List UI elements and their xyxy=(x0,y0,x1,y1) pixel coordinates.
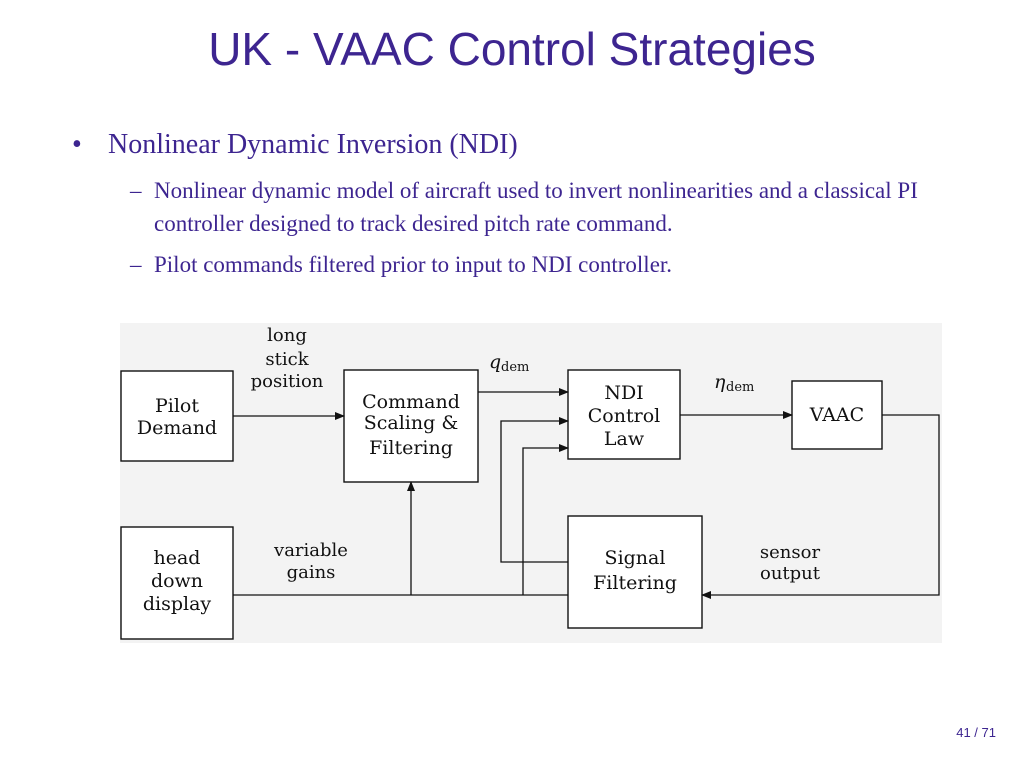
variable-gains-text: gains xyxy=(287,562,336,583)
connectors xyxy=(233,388,940,599)
block-diagram: Pilot Demand Command Scaling & Filtering… xyxy=(120,323,942,643)
arrow-vaac-feedback xyxy=(701,414,940,599)
bullet-item: • Nonlinear Dynamic Inversion (NDI) xyxy=(72,128,972,162)
long-stick-label: stick xyxy=(265,349,309,370)
pilot-demand-label: Demand xyxy=(137,417,217,439)
page-number: 41 / 71 xyxy=(956,725,996,740)
ndi-label: Control xyxy=(588,405,660,427)
sensor-output-text: output xyxy=(760,563,821,584)
subbullet-marker: – xyxy=(130,178,142,203)
subbullet-marker: – xyxy=(130,252,142,277)
signal-filtering-label: Filtering xyxy=(593,572,677,594)
sensor-output-label: sensor output xyxy=(760,542,821,584)
q-subscript: dem xyxy=(501,360,529,375)
bullet-marker: • xyxy=(72,129,82,160)
bullet-text: Nonlinear Dynamic Inversion (NDI) xyxy=(108,129,518,160)
subbullet-list: – Nonlinear dynamic model of aircraft us… xyxy=(72,174,972,281)
pilot-demand-block: Pilot Demand xyxy=(120,370,234,462)
head-down-display-label: head xyxy=(154,547,201,569)
arrow-filter-to-ndi xyxy=(500,417,569,563)
signal-filtering-label: Signal xyxy=(605,547,666,569)
command-scaling-label: Scaling & xyxy=(364,412,459,434)
subbullet-text: Pilot commands filtered prior to input t… xyxy=(154,252,673,277)
eta-dem-label: η dem xyxy=(714,371,754,395)
sensor-output-text: sensor xyxy=(760,542,821,563)
ndi-control-law-block: NDI Control Law xyxy=(567,369,681,460)
ndi-label: NDI xyxy=(604,382,643,404)
subbullet-item: – Pilot commands filtered prior to input… xyxy=(120,248,972,281)
q-symbol: q xyxy=(489,351,501,373)
q-dem-label: q dem xyxy=(489,351,529,375)
command-scaling-block: Command Scaling & Filtering xyxy=(343,369,479,483)
vaac-label: VAAC xyxy=(809,404,864,426)
command-scaling-label: Command xyxy=(362,391,460,413)
pilot-demand-label: Pilot xyxy=(155,395,199,417)
bullet-list: • Nonlinear Dynamic Inversion (NDI) – No… xyxy=(72,128,972,289)
ndi-label: Law xyxy=(604,428,645,450)
slide-title: UK - VAAC Control Strategies xyxy=(208,23,816,75)
head-down-display-label: display xyxy=(143,593,212,615)
vaac-block: VAAC xyxy=(791,380,883,450)
long-stick-position-label: long stick position xyxy=(251,325,324,392)
variable-gains-text: variable xyxy=(273,540,348,561)
diagram-background xyxy=(120,323,942,643)
eta-symbol: η xyxy=(714,371,726,393)
subbullet-item: – Nonlinear dynamic model of aircraft us… xyxy=(120,174,972,240)
long-stick-label: position xyxy=(251,371,324,392)
command-scaling-label: Filtering xyxy=(369,437,453,459)
signal-filtering-block: Signal Filtering xyxy=(567,515,703,629)
subbullet-text: Nonlinear dynamic model of aircraft used… xyxy=(154,178,918,236)
variable-gains-label: variable gains xyxy=(273,540,348,583)
head-down-display-label: down xyxy=(151,570,203,592)
eta-subscript: dem xyxy=(726,380,754,395)
long-stick-label: long xyxy=(267,325,307,346)
head-down-display-block: head down display xyxy=(120,526,234,640)
arrow-gains-to-ndi xyxy=(522,444,569,595)
